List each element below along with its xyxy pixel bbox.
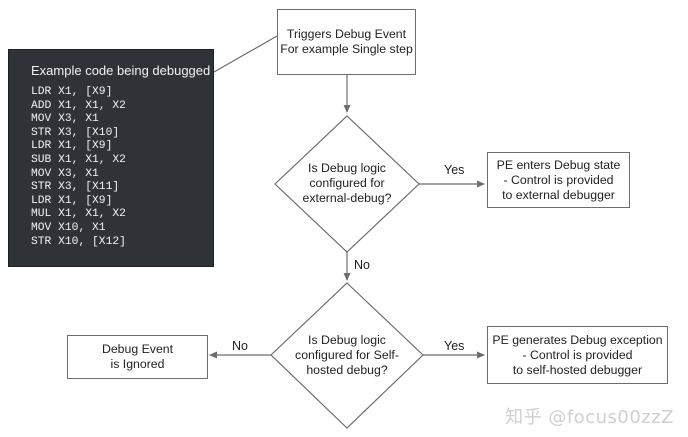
- code-line: MOV X10, X1: [31, 221, 106, 234]
- no-external-label: No: [354, 258, 370, 272]
- decision-self-line-2: configured for Self-: [295, 348, 399, 362]
- external-state-line-3: to external debugger: [502, 187, 615, 202]
- code-line: STR X10, [X12]: [31, 235, 126, 248]
- decision-self-line-3: hosted debug?: [306, 363, 388, 377]
- no-self-label: No: [232, 339, 248, 353]
- external-state-line-1: PE enters Debug state: [496, 157, 621, 172]
- decision-external-line-2: configured for: [309, 176, 385, 190]
- code-line: STR X3, [X11]: [31, 181, 120, 194]
- self-exception-line-2: - Control is provided: [522, 347, 633, 362]
- decision-self-diamond: [270, 282, 424, 429]
- external-debug-state-box: PE enters Debug state - Control is provi…: [487, 152, 630, 208]
- watermark: 知乎 @focus00zzZ: [505, 407, 674, 428]
- code-line: MOV X3, X1: [31, 167, 99, 180]
- code-line: SUB X1, X1, X2: [31, 153, 126, 166]
- decision-self-text: Is Debug logic configured for Self- host…: [287, 333, 407, 378]
- self-hosted-exception-box: PE generates Debug exception - Control i…: [487, 326, 668, 384]
- code-line: MUL X1, X1, X2: [31, 208, 126, 221]
- external-state-line-2: - Control is provided: [503, 172, 614, 187]
- ignored-line-1: Debug Event: [101, 342, 174, 356]
- decision-external-text: Is Debug logic configured for external-d…: [287, 161, 407, 206]
- decision-external-line-1: Is Debug logic: [308, 161, 386, 175]
- code-line: MOV X3, X1: [31, 113, 99, 126]
- code-line: LDR X1, [X9]: [31, 140, 113, 153]
- code-panel-title: Example code being debugged: [31, 63, 211, 78]
- code-line: STR X3, [X10]: [31, 126, 120, 139]
- decision-self-line-1: Is Debug logic: [308, 333, 386, 347]
- code-line: ADD X1, X1, X2: [31, 99, 126, 112]
- code-panel: Example code being debugged LDR X1, [X9]…: [8, 49, 214, 267]
- decision-external-line-3: external-debug?: [302, 191, 392, 205]
- ignored-line-2: is Ignored: [110, 357, 165, 371]
- self-exception-line-1: PE generates Debug exception: [492, 332, 663, 347]
- code-line: LDR X1, [X9]: [31, 194, 113, 207]
- trigger-line-1: Triggers Debug Event: [286, 27, 407, 41]
- self-exception-line-3: to self-hosted debugger: [512, 362, 643, 377]
- trigger-line-2: For example Single step: [280, 42, 413, 56]
- code-to-trigger-connector: [213, 35, 278, 73]
- code-lines: LDR X1, [X9] ADD X1, X1, X2 MOV X3, X1 S…: [31, 86, 126, 249]
- yes-external-label: Yes: [444, 163, 465, 177]
- yes-self-label: Yes: [444, 339, 465, 353]
- trigger-box: Triggers Debug Event For example Single …: [277, 9, 416, 75]
- code-line: LDR X1, [X9]: [31, 86, 113, 98]
- event-ignored-box: Debug Event is Ignored: [67, 335, 208, 379]
